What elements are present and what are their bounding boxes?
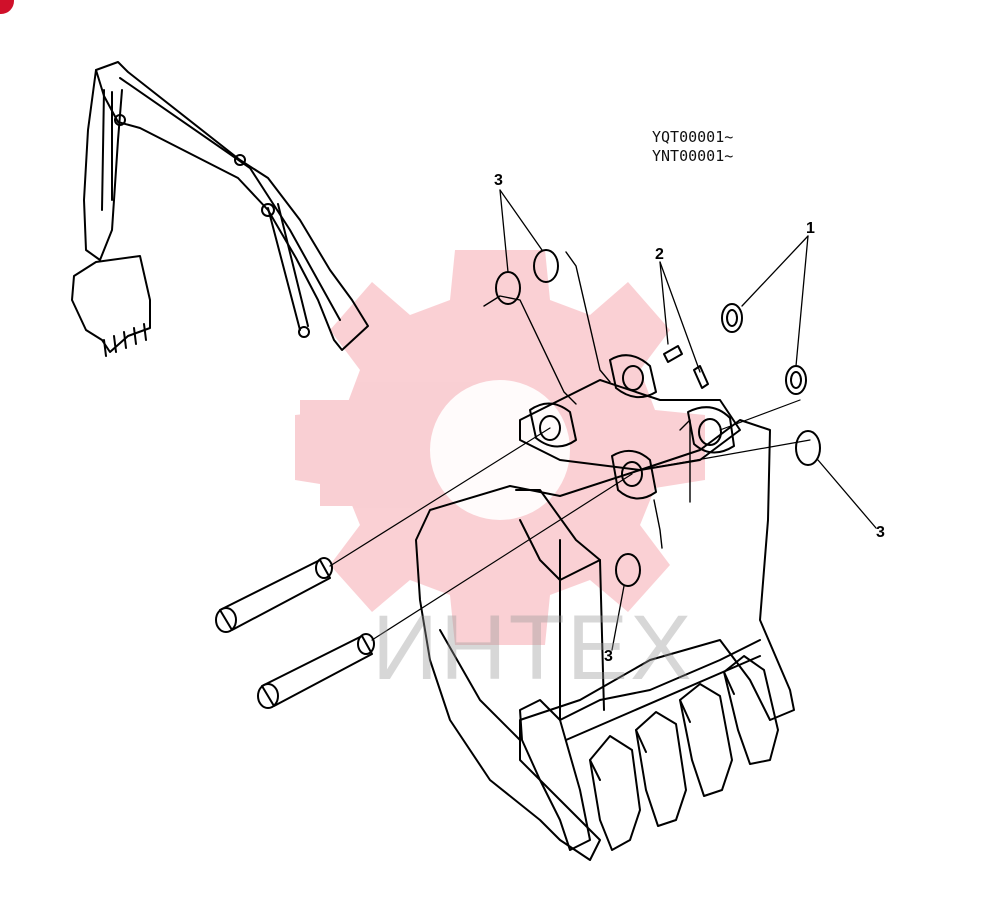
bucket-boss-hole <box>539 415 561 441</box>
bolt <box>693 365 709 389</box>
boom-cylinder <box>267 203 309 331</box>
pin-joint <box>234 154 246 166</box>
bucket-boss-right <box>687 406 735 454</box>
serial-number: YNT00001~ <box>652 147 734 165</box>
shim <box>785 365 807 395</box>
o-ring <box>615 553 641 587</box>
watermark-text: ИНТЕХ <box>372 597 694 699</box>
pin-upper <box>215 557 333 633</box>
shims <box>721 303 807 395</box>
leader-3-bottom <box>611 585 625 651</box>
callout-3: 3 <box>494 172 503 189</box>
leader-1 <box>795 235 809 367</box>
arm-cylinder <box>101 89 113 211</box>
pin-axis-lines <box>329 399 811 641</box>
bucket-tooth-base <box>589 671 735 781</box>
leader-3-top <box>499 189 509 273</box>
callout-2: 2 <box>655 246 664 263</box>
leader-2 <box>659 261 669 345</box>
watermark-gear-hole <box>430 380 570 520</box>
boom-inner-line <box>119 77 341 321</box>
callout-1: 1 <box>806 220 815 237</box>
bolt <box>663 345 683 363</box>
bucket-side-edge <box>559 539 605 721</box>
small-bucket <box>71 255 151 353</box>
o-ring <box>533 249 559 283</box>
o-ring <box>795 430 821 466</box>
callout-3: 3 <box>604 648 613 665</box>
bolts <box>663 345 709 389</box>
bucket-tooth <box>589 735 641 851</box>
side-cutter <box>519 699 591 851</box>
bucket-tooth <box>635 711 687 827</box>
bucket-assembly <box>415 354 795 861</box>
pin-joint <box>114 114 126 126</box>
bucket-boss-top <box>609 354 657 399</box>
leader-3-top <box>499 189 543 251</box>
bucket-boss-lower <box>611 449 657 500</box>
bucket-lip-line <box>565 655 761 741</box>
callout-3: 3 <box>876 524 885 541</box>
leader-1 <box>741 235 809 307</box>
boom <box>95 61 369 351</box>
small-bucket-teeth <box>103 323 147 357</box>
bucket-floor-line <box>439 629 521 741</box>
bucket-boss-hole <box>622 365 644 391</box>
bucket-shell <box>415 419 795 861</box>
bucket-boss-left <box>529 402 577 448</box>
excavator-arm-overview <box>71 61 369 357</box>
pin-joint <box>261 203 275 217</box>
leader-3-right <box>817 459 877 529</box>
arm <box>83 69 123 261</box>
bucket-tooth <box>679 683 733 797</box>
leader-lines <box>499 189 877 651</box>
pin-lower <box>257 633 375 709</box>
leader-2 <box>659 261 701 373</box>
pin-joint <box>298 326 310 338</box>
serial-number: YQT00001~ <box>652 128 734 146</box>
shim <box>721 303 743 333</box>
bracket-lines <box>483 251 691 549</box>
o-rings <box>495 249 821 587</box>
bucket-boss-hole <box>698 418 722 446</box>
bucket-tooth <box>723 655 779 765</box>
bucket-lip <box>559 639 761 721</box>
bucket-boss-hole <box>621 461 643 487</box>
